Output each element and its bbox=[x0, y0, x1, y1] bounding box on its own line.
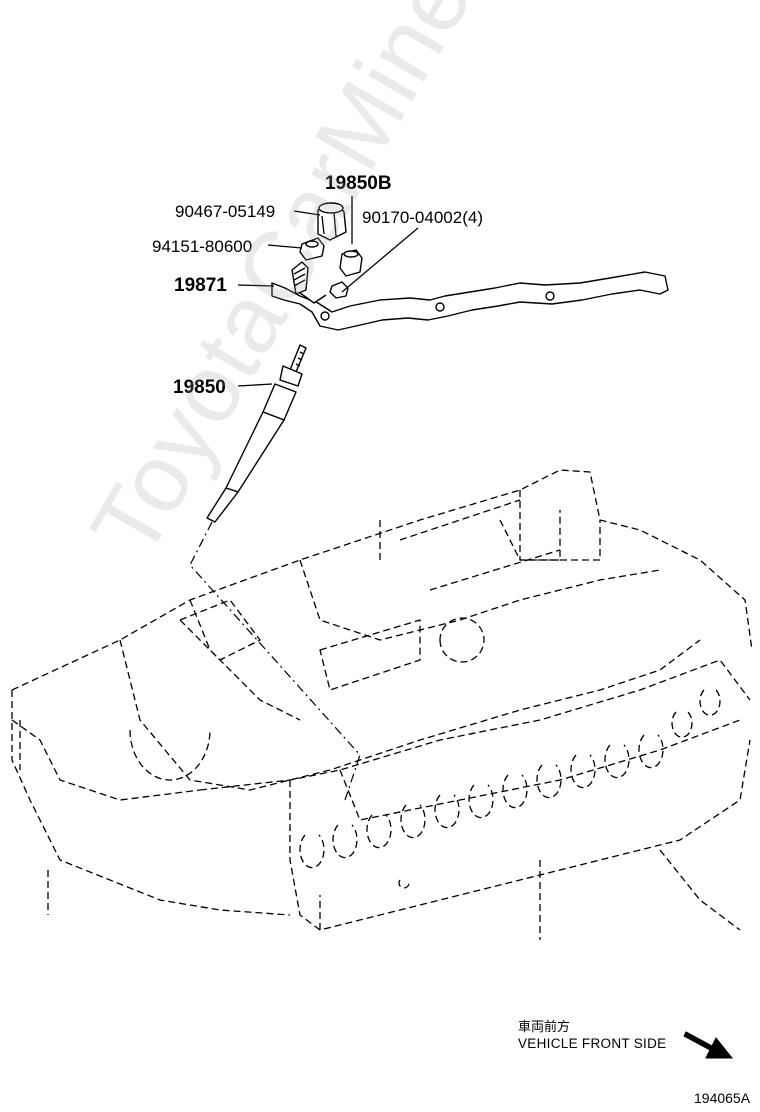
leader-90467 bbox=[293, 210, 321, 216]
label-90170-04002: 90170-04002(4) bbox=[362, 208, 483, 227]
hex-nut-part bbox=[329, 249, 363, 299]
label-90467-05149: 90467-05149 bbox=[175, 202, 275, 221]
vehicle-front-arrow-icon bbox=[683, 1031, 734, 1059]
terminal-stud bbox=[291, 261, 309, 295]
leader-19871 bbox=[237, 284, 275, 287]
label-19850B: 19850B bbox=[325, 173, 392, 194]
glow-plug-connector-bar bbox=[271, 271, 669, 331]
vehicle-front-label-jp: 車両前方 bbox=[518, 1020, 571, 1035]
intake-port-row bbox=[299, 689, 721, 869]
installation-phantom-line bbox=[189, 521, 361, 801]
label-94151-80600: 94151-80600 bbox=[152, 237, 252, 256]
leader-19850 bbox=[237, 383, 273, 387]
nut-cap-part bbox=[317, 202, 347, 241]
leader-90170 bbox=[341, 227, 419, 293]
glow-plug-part bbox=[206, 344, 307, 523]
vehicle-front-label-en: VEHICLE FRONT SIDE bbox=[518, 1036, 667, 1051]
leader-94151 bbox=[267, 244, 303, 249]
label-19871: 19871 bbox=[174, 275, 227, 296]
engine-block-outline bbox=[11, 469, 753, 940]
leader-lines bbox=[237, 196, 419, 387]
label-19850: 19850 bbox=[173, 377, 226, 398]
small-nut-part bbox=[299, 237, 325, 261]
diagram-reference-code: 194065A bbox=[694, 1090, 751, 1106]
